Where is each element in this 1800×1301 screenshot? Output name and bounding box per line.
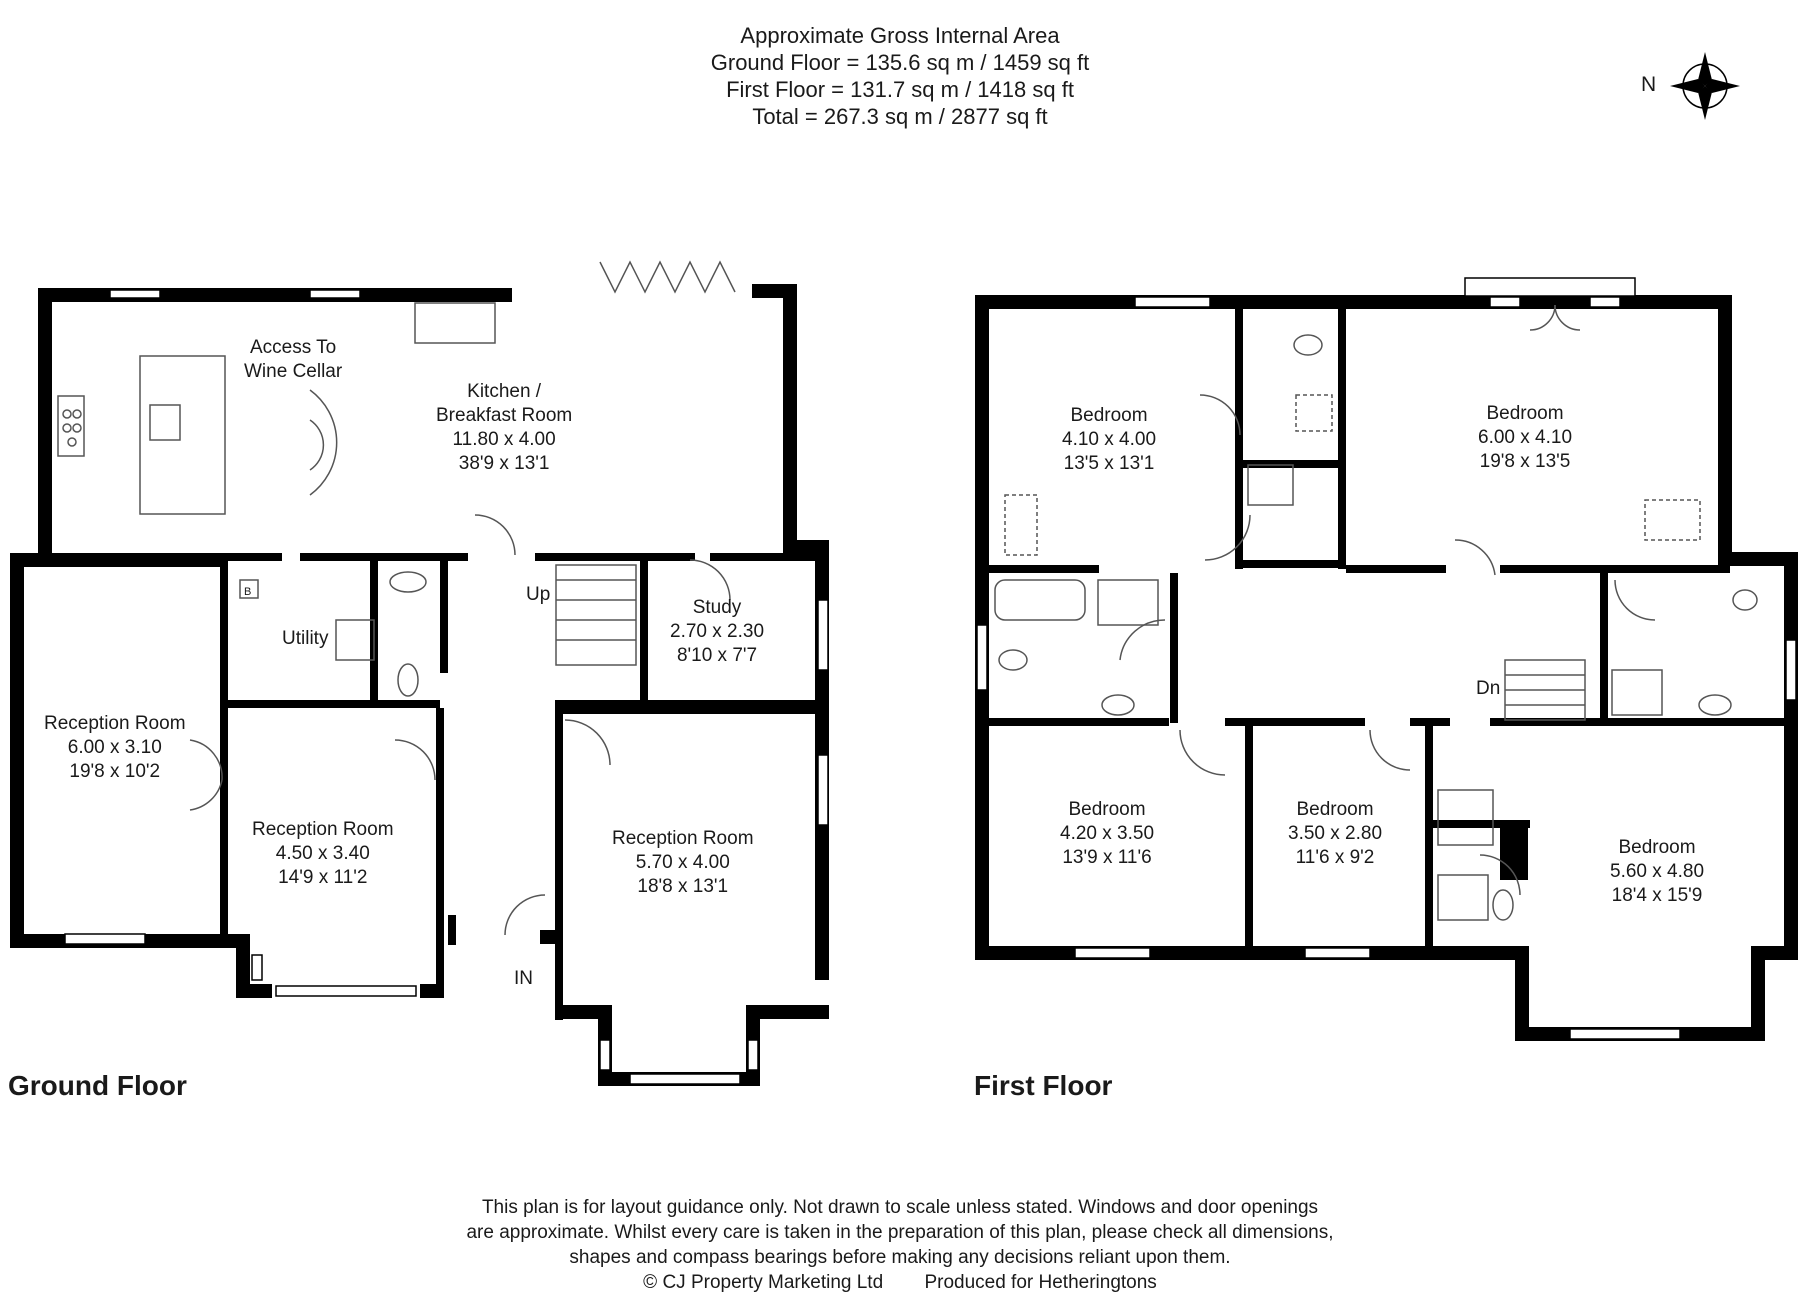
room-reception-middle: Reception Room 4.50 x 3.40 14'9 x 11'2 (252, 819, 394, 888)
credits: © CJ Property Marketing Ltd Produced for… (360, 1270, 1440, 1295)
room-reception-right: Reception Room 5.70 x 4.00 18'8 x 13'1 (612, 828, 754, 897)
area-title: Approximate Gross Internal Area (740, 23, 1060, 48)
first-floor-title: First Floor (974, 1070, 1113, 1101)
entrance-label: IN (514, 968, 533, 989)
stairs-down-label: Dn (1476, 678, 1501, 699)
room-utility: Utility (282, 628, 329, 649)
disclaimer-line-1: This plan is for layout guidance only. N… (481, 1197, 1319, 1218)
room-bedroom-3: Bedroom 4.20 x 3.50 13'9 x 11'6 (1060, 799, 1155, 868)
disclaimer-line-3: shapes and compass bearings before makin… (569, 1247, 1231, 1268)
boiler-label: B (244, 586, 252, 598)
room-reception-left: Reception Room 6.00 x 3.10 19'8 x 10'2 (44, 713, 186, 782)
room-bedroom-1: Bedroom 4.10 x 4.00 13'5 x 13'1 (1062, 405, 1157, 474)
ground-floor-windows (64, 289, 829, 1085)
disclaimer-line-2: are approximate. Whilst every care is ta… (466, 1222, 1334, 1243)
ground-floor-walls (10, 284, 829, 1086)
stairs-up-label: Up (526, 584, 551, 605)
room-bedroom-5: Bedroom 5.60 x 4.80 18'4 x 15'9 (1610, 837, 1705, 906)
ground-floor-area: Ground Floor = 135.6 sq m / 1459 sq ft (710, 50, 1090, 75)
ground-floor-fixtures (57, 260, 736, 936)
compass-rose-icon (1670, 52, 1740, 120)
compass-north-label: N (1641, 73, 1657, 96)
room-bedroom-4: Bedroom 3.50 x 2.80 11'6 x 9'2 (1288, 799, 1383, 868)
first-floor-fixtures (994, 304, 1758, 921)
area-summary: Approximate Gross Internal Area Ground F… (540, 22, 1260, 130)
room-wine-cellar-access: Access To Wine Cellar (244, 337, 343, 382)
copyright-text: © CJ Property Marketing Ltd (643, 1272, 884, 1293)
disclaimer: This plan is for layout guidance only. N… (360, 1195, 1440, 1295)
ground-floor-title: Ground Floor (8, 1070, 187, 1101)
first-floor-area: First Floor = 131.7 sq m / 1418 sq ft (726, 77, 1074, 102)
first-floor-windows (976, 277, 1797, 1040)
produced-for-text: Produced for Hetheringtons (924, 1272, 1157, 1293)
room-kitchen: Kitchen / Breakfast Room 11.80 x 4.00 38… (436, 381, 573, 474)
room-study: Study 2.70 x 2.30 8'10 x 7'7 (670, 597, 765, 666)
total-area: Total = 267.3 sq m / 2877 sq ft (752, 104, 1048, 129)
room-bedroom-2: Bedroom 6.00 x 4.10 19'8 x 13'5 (1478, 403, 1573, 472)
